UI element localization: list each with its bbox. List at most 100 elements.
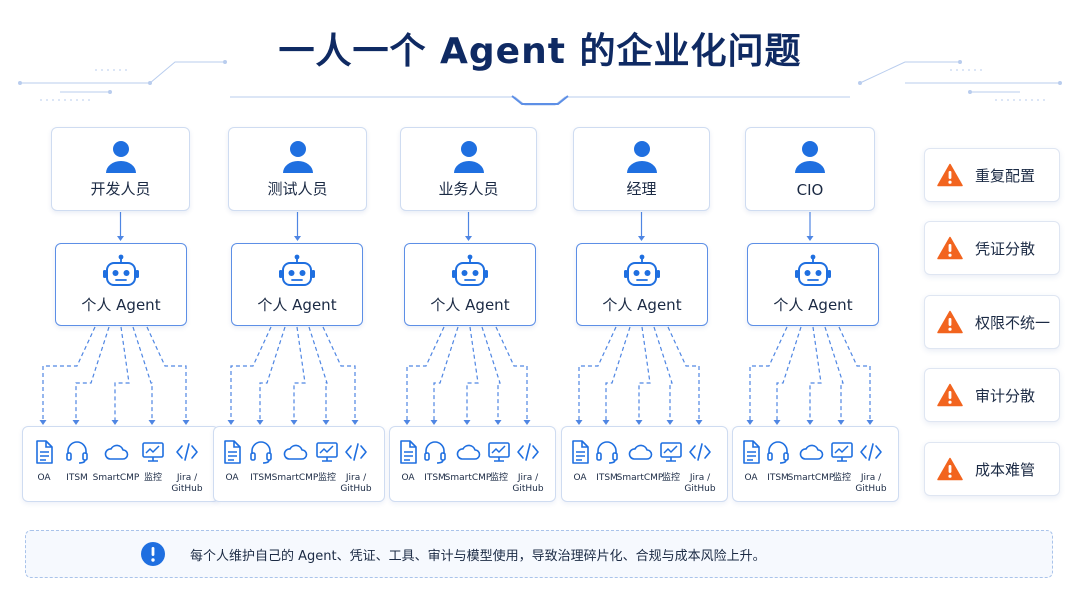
tool-item: 监控 (482, 439, 516, 484)
tool-label: OA (573, 473, 587, 483)
tool-connector (481, 326, 501, 420)
robot-icon (279, 254, 315, 286)
tool-label: Jira / GitHub (855, 473, 887, 494)
person-icon (282, 141, 313, 173)
issue-label: 重复配置 (975, 166, 1036, 185)
arrowhead (290, 420, 298, 425)
tool-item: ITSM (244, 439, 278, 484)
tool-item: ITSM (590, 439, 624, 484)
tool-label: 监控 (143, 473, 162, 483)
arrowhead (403, 420, 411, 425)
tool-label: OA (401, 473, 415, 483)
robot-icon (103, 254, 139, 286)
robot-icon (452, 254, 488, 286)
tool-label: OA (744, 473, 758, 483)
role-label: 测试人员 (267, 180, 328, 198)
issue-box: 凭证分散 (924, 221, 1060, 275)
tool-item: SmartCMP (788, 439, 834, 484)
arrowhead (148, 420, 156, 425)
issue-box: 成本难管 (924, 442, 1060, 496)
tool-connector (406, 326, 445, 420)
info-icon (141, 542, 165, 566)
robot-icon (795, 254, 831, 286)
tool-label: ITSM (596, 473, 618, 483)
monitor-chart-icon (316, 442, 338, 462)
arrowhead (638, 236, 645, 241)
tool-item: Jira / GitHub (511, 439, 545, 495)
headset-icon (250, 441, 272, 464)
tool-label: 监控 (832, 473, 851, 483)
tool-item: Jira / GitHub (339, 439, 373, 495)
tool-label: SmartCMP (92, 473, 140, 483)
arrowhead (322, 420, 330, 425)
role-box: 测试人员 (228, 127, 367, 211)
personal-agent-box: 个人 Agent (55, 243, 187, 326)
agent-label: 个人 Agent (81, 296, 161, 314)
tool-connector (466, 326, 479, 420)
personal-agent-box: 个人 Agent (231, 243, 363, 326)
header-dots (18, 60, 1062, 94)
arrowhead (39, 420, 47, 425)
tool-item: OA (391, 439, 425, 484)
issue-label: 成本难管 (975, 460, 1036, 479)
role-box: 业务人员 (400, 127, 537, 211)
agent-label: 个人 Agent (602, 296, 682, 314)
arrowhead (773, 420, 781, 425)
tool-connector (75, 326, 110, 420)
warning-icon (937, 457, 963, 481)
tool-connector (132, 326, 153, 420)
footer-text: 每个人维护自己的 Agent、凭证、工具、审计与模型使用，导致治理碎片化、合规与… (190, 548, 766, 564)
cloud-icon (104, 444, 129, 460)
tool-connector (667, 326, 700, 420)
tool-connector (146, 326, 187, 420)
person-icon (626, 141, 657, 173)
agent-label: 个人 Agent (773, 296, 853, 314)
arrowhead (806, 236, 814, 241)
document-icon (224, 440, 241, 464)
arrowhead (635, 420, 643, 425)
issue-label: 凭证分散 (975, 239, 1036, 258)
issue-box: 权限不统一 (924, 295, 1060, 349)
tool-connector (495, 326, 528, 420)
tool-label: 监控 (661, 473, 680, 483)
tool-item: OA (563, 439, 597, 484)
tool-item: Jira / GitHub (854, 439, 888, 495)
role-label: 开发人员 (90, 180, 151, 198)
tool-connector (838, 326, 871, 420)
cloud-icon (628, 444, 653, 460)
tool-item: ITSM (761, 439, 795, 484)
tool-item: ITSM (418, 439, 452, 484)
person-icon (105, 141, 136, 173)
code-icon (689, 443, 711, 461)
tool-item: OA (734, 439, 768, 484)
code-icon (860, 443, 882, 461)
tool-connector (809, 326, 822, 420)
robot-icon (624, 254, 660, 286)
tool-item: 监控 (825, 439, 859, 484)
headset-icon (596, 441, 618, 464)
agent-label: 个人 Agent (257, 296, 337, 314)
person-icon (795, 141, 825, 173)
tool-item: Jira / GitHub (683, 439, 717, 495)
arrowhead (806, 420, 814, 425)
tool-label: ITSM (66, 473, 88, 483)
monitor-chart-icon (660, 442, 682, 462)
tool-connector (114, 326, 130, 420)
headset-icon (66, 441, 88, 464)
monitor-chart-icon (142, 442, 164, 462)
arrowhead (294, 236, 301, 241)
personal-agent-box: 个人 Agent (576, 243, 708, 326)
tool-connector (605, 326, 631, 420)
arrowhead (837, 420, 845, 425)
document-icon (743, 440, 760, 464)
tool-label: OA (225, 473, 239, 483)
arrowhead (666, 420, 674, 425)
arrowhead (866, 420, 874, 425)
arrowhead (351, 420, 359, 425)
tool-label: SmartCMP (271, 473, 319, 483)
tool-item: SmartCMP (445, 439, 491, 484)
